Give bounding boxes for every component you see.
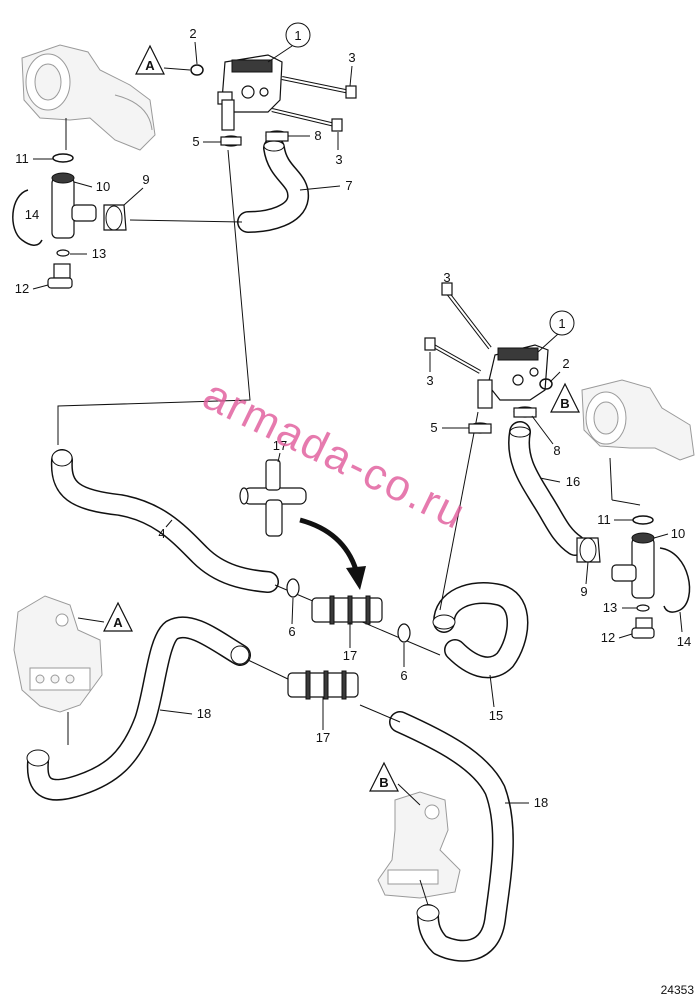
exhaust-elbow-ghost-left	[21, 44, 156, 151]
label-10-right: 10	[671, 526, 685, 541]
watermark-text: armada-co.ru	[196, 370, 474, 539]
label-17-lower: 17	[316, 730, 330, 745]
marker-a-top: A	[135, 44, 191, 75]
hose-4	[50, 449, 279, 593]
label-7: 7	[345, 178, 352, 193]
direction-arrow	[299, 517, 366, 590]
label-11-left: 11	[15, 151, 29, 166]
clamp-5-left	[220, 135, 242, 147]
clamp-9-left	[103, 204, 127, 231]
label-12-left: 12	[15, 281, 29, 296]
svg-text:B: B	[560, 396, 569, 411]
tee-fitting-right	[611, 515, 691, 639]
label-14-right: 14	[677, 634, 691, 649]
label-16: 16	[566, 474, 580, 489]
clamp-9-right	[576, 537, 601, 563]
label-18-right: 18	[534, 795, 548, 810]
hose-16	[508, 421, 586, 556]
oring-2-left	[190, 64, 204, 76]
clamp-8-right	[513, 406, 537, 418]
label-3-top-right: 3	[443, 270, 450, 285]
valve-assembly-right	[477, 344, 549, 409]
clamp-6-right	[397, 623, 411, 643]
connector-17-middle	[311, 595, 383, 625]
callout-1-top-left: 1	[267, 22, 311, 63]
bolt-3-mid-right	[424, 337, 481, 374]
label-11-right: 11	[597, 512, 611, 527]
document-number: 24353	[661, 983, 695, 997]
svg-text:A: A	[113, 615, 123, 630]
marker-b-right: B	[550, 382, 580, 413]
valve-assembly-left	[217, 54, 283, 131]
marker-a-bottom: A	[77, 601, 133, 632]
manifold-ghost-left	[13, 595, 103, 713]
hose-15	[432, 582, 529, 679]
tee-fitting-left	[12, 153, 97, 289]
label-9-left: 9	[142, 172, 149, 187]
label-15: 15	[489, 708, 503, 723]
label-9-right: 9	[580, 584, 587, 599]
clamp-5-right	[468, 422, 492, 434]
hose-18-left	[26, 616, 251, 801]
label-17-middle: 17	[343, 648, 357, 663]
label-10-left: 10	[96, 179, 110, 194]
label-14-left: 14	[25, 207, 39, 222]
label-12-right: 12	[601, 630, 615, 645]
clamp-8-left	[265, 130, 289, 142]
label-5-right: 5	[430, 420, 437, 435]
svg-text:A: A	[145, 58, 155, 73]
label-18-left: 18	[197, 706, 211, 721]
hose-18-right	[389, 711, 514, 962]
svg-text:1: 1	[294, 28, 301, 43]
label-17-top: 17	[273, 438, 287, 453]
tee-connector-17	[239, 459, 307, 537]
connector-17-lower	[287, 670, 359, 700]
exhaust-elbow-ghost-right	[581, 379, 695, 461]
label-13-right: 13	[603, 600, 617, 615]
label-13-left: 13	[92, 246, 106, 261]
bolt-3-top-left	[281, 76, 357, 99]
marker-b-bottom: B	[369, 761, 421, 806]
label-6-right: 6	[400, 668, 407, 683]
clamp-6-left	[286, 578, 300, 598]
label-4: 4	[158, 526, 165, 541]
bolt-3-mid-left	[271, 108, 343, 132]
label-3-top-left: 3	[348, 50, 355, 65]
label-3-mid-right: 3	[426, 373, 433, 388]
manifold-ghost-right	[377, 791, 461, 899]
label-2-right: 2	[562, 356, 569, 371]
label-2-left: 2	[189, 26, 196, 41]
label-6-left: 6	[288, 624, 295, 639]
svg-text:1: 1	[558, 316, 565, 331]
bolt-3-top-right	[441, 282, 492, 350]
label-8-left: 8	[314, 128, 321, 143]
oring-2-right	[539, 378, 553, 390]
label-8-right: 8	[553, 443, 560, 458]
hose-7	[237, 137, 310, 233]
callout-1-right: 1	[537, 310, 575, 353]
svg-text:B: B	[379, 775, 388, 790]
label-3-mid-left: 3	[335, 152, 342, 167]
label-5-left: 5	[192, 134, 199, 149]
